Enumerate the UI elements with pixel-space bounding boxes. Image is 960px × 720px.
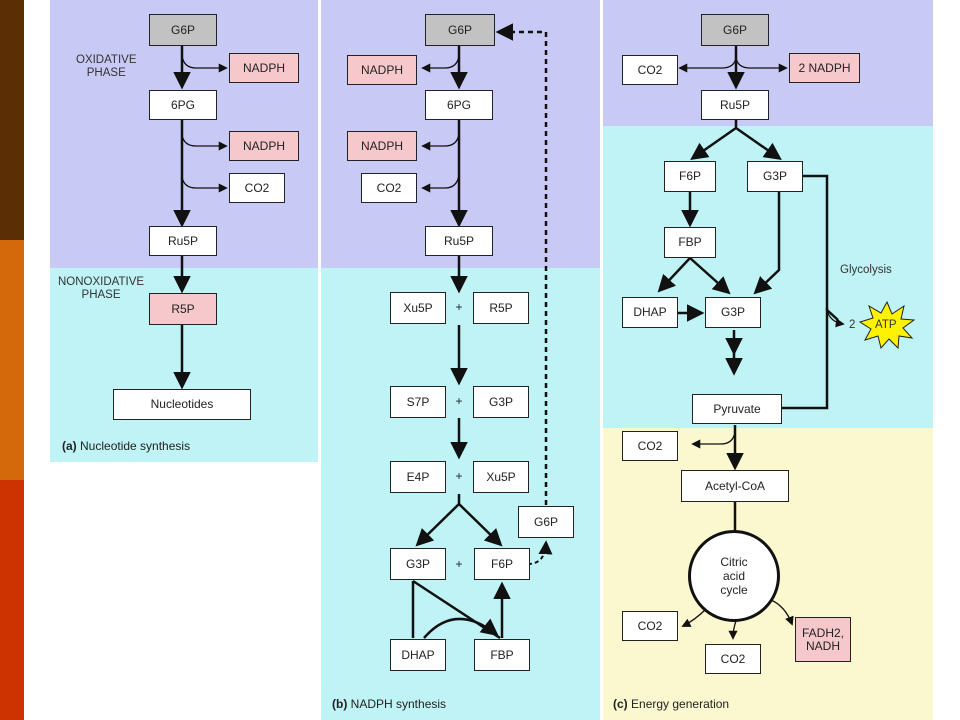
- citric-acid-cycle: Citric acid cycle: [688, 530, 780, 622]
- a-nadph2-box: NADPH: [229, 131, 299, 161]
- atp-count: 2: [849, 319, 856, 331]
- b-s7p-box: S7P: [390, 386, 446, 418]
- c-fbp-box: FBP: [664, 227, 716, 258]
- b-g3p1-box: G3P: [473, 386, 529, 418]
- b-g6p-box: G6P: [425, 14, 495, 46]
- citric-acid-cycle-label: Citric acid cycle: [720, 555, 748, 597]
- caption-panel-c-text: Energy generation: [631, 697, 730, 711]
- c-co2-4-box: CO2: [705, 644, 761, 674]
- label-nonoxidative-phase-a: NONOXIDATIVE PHASE: [58, 276, 145, 301]
- label-oxidative-phase-a: OXIDATIVE PHASE: [76, 54, 137, 79]
- b-r5p-box: R5P: [473, 292, 529, 324]
- b-plus-2: +: [455, 394, 463, 408]
- a-nadph1-box: NADPH: [229, 53, 299, 83]
- b-g3p2-box: G3P: [390, 548, 446, 580]
- caption-panel-b-letter: (b): [332, 697, 348, 711]
- atp-label: ATP: [875, 319, 897, 331]
- b-plus-3: +: [455, 469, 463, 483]
- c-dhap-box: DHAP: [622, 297, 678, 328]
- b-co2-box: CO2: [361, 173, 417, 203]
- b-plus-4: +: [455, 557, 463, 571]
- b-plus-1: +: [455, 300, 463, 314]
- b-e4p-box: E4P: [390, 461, 446, 493]
- caption-panel-a: (a) Nucleotide synthesis: [62, 439, 190, 453]
- caption-panel-c: (c) Energy generation: [613, 697, 729, 711]
- c-co2-2-box: CO2: [622, 431, 678, 461]
- caption-panel-c-letter: (c): [613, 697, 628, 711]
- caption-panel-a-text: Nucleotide synthesis: [80, 439, 191, 453]
- caption-panel-b-text: NADPH synthesis: [350, 697, 447, 711]
- b-dhap-box: DHAP: [390, 639, 446, 671]
- b-xu5p1-box: Xu5P: [390, 292, 446, 324]
- c-2nadph-box: 2 NADPH: [789, 53, 860, 83]
- strip-brown: [0, 0, 24, 240]
- panel-b-nonoxidative-bg: [321, 268, 600, 720]
- a-co2-box: CO2: [229, 173, 285, 203]
- label-glycolysis: Glycolysis: [840, 264, 892, 276]
- strip-orange: [0, 240, 24, 480]
- b-fbp-box: FBP: [474, 639, 530, 671]
- b-nadph1-box: NADPH: [347, 55, 417, 85]
- c-pyruvate-box: Pyruvate: [692, 394, 782, 424]
- a-6pg-box: 6PG: [149, 90, 217, 120]
- b-ru5p-box: Ru5P: [425, 226, 493, 256]
- c-g3p2-box: G3P: [705, 297, 761, 328]
- a-nucleotides-box: Nucleotides: [113, 389, 251, 420]
- caption-panel-b: (b) NADPH synthesis: [332, 697, 446, 711]
- strip-red: [0, 480, 24, 720]
- b-nadph2-box: NADPH: [347, 131, 417, 161]
- atp-star-icon: [858, 300, 916, 350]
- b-xu5p2-box: Xu5P: [473, 461, 529, 493]
- c-g3p1-box: G3P: [747, 161, 803, 192]
- c-co2-3-box: CO2: [622, 611, 678, 641]
- c-g6p-box: G6P: [701, 14, 769, 46]
- c-acetylcoa-box: Acetyl-CoA: [681, 470, 789, 502]
- c-ru5p-box: Ru5P: [701, 90, 769, 120]
- c-co2-1-box: CO2: [622, 55, 678, 85]
- a-r5p-box: R5P: [149, 293, 217, 325]
- c-f6p-box: F6P: [664, 161, 716, 192]
- a-ru5p-box: Ru5P: [149, 226, 217, 256]
- b-6pg-box: 6PG: [425, 90, 493, 120]
- caption-panel-a-letter: (a): [62, 439, 77, 453]
- b-f6p-box: F6P: [474, 548, 530, 580]
- a-g6p-box: G6P: [149, 14, 217, 46]
- c-fadh2-nadh-box: FADH2, NADH: [795, 617, 851, 662]
- b-g6p2-box: G6P: [518, 506, 574, 538]
